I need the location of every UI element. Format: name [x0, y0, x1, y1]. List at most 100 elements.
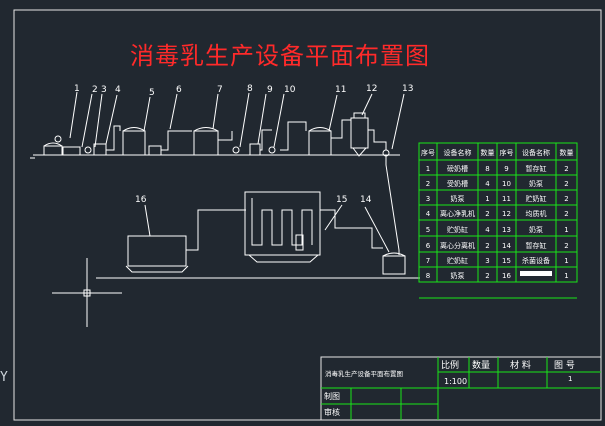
material-label: 材 料: [510, 359, 531, 371]
table-cell: 1: [564, 226, 568, 234]
equipment-1-tank: [43, 145, 63, 156]
table-cell: 暂存缸: [526, 164, 547, 173]
table-cell: 16: [502, 272, 511, 280]
callout-3: 3: [101, 85, 107, 95]
equipment-9-tank: [249, 143, 261, 156]
table-cell: 磅奶槽: [447, 164, 468, 173]
table-cell: 14: [502, 242, 511, 250]
table-header-cell: 序号: [500, 148, 514, 157]
table-cell: 2: [426, 180, 430, 188]
table-cell: 13: [502, 226, 511, 234]
ucs-y-axis-label: Y: [0, 370, 8, 385]
table-cell: 奶泵: [529, 225, 543, 234]
scale-value: 1:100: [444, 377, 467, 386]
table-cell: 7: [426, 257, 430, 265]
equipment-4-separator: [93, 143, 107, 156]
title-block: [320, 356, 602, 421]
equipment-12-homogenizer: [350, 117, 369, 149]
table-cell: 8: [426, 272, 430, 280]
table-cell: 1: [426, 165, 430, 173]
table-cell: 暂存缸: [526, 241, 547, 250]
table-cell: 奶泵: [451, 271, 465, 280]
table-cell: 1: [564, 272, 568, 280]
table-cell: 6: [426, 242, 431, 250]
callout-15: 15: [336, 195, 347, 205]
equipment-2-tank: [62, 146, 81, 156]
table-header-cell: 序号: [421, 148, 435, 157]
table-cell: 奶泵: [451, 194, 465, 203]
table-cell: 2: [564, 180, 568, 188]
table-cell: 12: [502, 210, 511, 218]
table-header-cell: 数量: [560, 148, 574, 157]
table-cell: 2: [564, 195, 568, 203]
table-cell: 9: [504, 165, 508, 173]
callout-4: 4: [115, 85, 121, 95]
drawing-title: 消毒乳生产设备平面布置图: [130, 42, 430, 70]
drawing-border: [13, 9, 602, 421]
table-cell: 离心净乳机: [440, 209, 475, 218]
callout-16: 16: [135, 195, 147, 205]
title-block-text: 消毒乳生产设备平面布置图 比例 数量 材 料 图 号 1:100 1 制图 审核: [324, 359, 575, 417]
table-cell: 2: [564, 242, 568, 250]
table-cell: 11: [502, 195, 511, 203]
scale-label: 比例: [441, 359, 459, 371]
table-cell: 贮奶缸: [526, 194, 547, 203]
equipment-1-gauge: [54, 135, 62, 143]
callout-2: 2: [92, 85, 98, 95]
drawing-number-value: 1: [568, 375, 572, 383]
equipment-8-pump: [232, 146, 240, 154]
callout-14: 14: [360, 195, 372, 205]
table-cell: 10: [502, 180, 511, 188]
table-cell: 3: [426, 195, 430, 203]
table-cell: 8: [485, 165, 489, 173]
table-cell: 2: [564, 210, 568, 218]
equipment-11-tank: [308, 130, 332, 156]
callout-11: 11: [335, 85, 346, 95]
callout-13: 13: [402, 84, 413, 94]
callout-8: 8: [247, 84, 253, 94]
drawing-number-label: 图 号: [554, 360, 575, 371]
callout-7: 7: [217, 85, 223, 95]
quantity-label: 数量: [472, 359, 490, 371]
callout-6: 6: [176, 85, 182, 95]
table-cell: 2: [485, 242, 489, 250]
callout-1: 1: [74, 84, 80, 94]
callout-labels: 1 2 3 4 5 6 7 8 9 10 11 12 13 14 15 16: [74, 84, 413, 205]
table-cell: 4: [426, 210, 431, 218]
table-cell: 2: [485, 272, 489, 280]
table-cell: 贮奶缸: [447, 225, 468, 234]
table-cell: 离心分离机: [440, 241, 475, 250]
equipment-15-sterilizer: [244, 191, 321, 256]
table-cell: 15: [502, 257, 511, 265]
callout-12: 12: [366, 84, 377, 94]
callout-9: 9: [267, 85, 273, 95]
drawn-by-label: 制图: [324, 391, 340, 401]
equipment-5-tank: [122, 130, 146, 156]
table-cell: 贮奶缸: [447, 256, 468, 265]
table-cell: 5: [426, 226, 430, 234]
table-cell: 2: [564, 165, 568, 173]
table-header-cell: 设备名称: [522, 148, 550, 157]
equipment-16-tank: [127, 235, 187, 267]
table-cell: 3: [485, 257, 489, 265]
table-cell: 1: [564, 257, 568, 265]
table-cell: 均质机: [526, 209, 547, 218]
table-header-cell: 设备名称: [444, 148, 472, 157]
table-cell: 受奶槽: [447, 179, 468, 188]
table-cell: 2: [485, 210, 489, 218]
ucs-origin-box: [83, 289, 91, 297]
table-cell: 奶泵: [529, 179, 543, 188]
table-cell: 杀菌设备: [522, 256, 550, 265]
callout-5: 5: [149, 88, 155, 98]
table-cell: 1: [485, 195, 489, 203]
callout-10: 10: [284, 85, 296, 95]
table-cell: 4: [485, 180, 490, 188]
process-flow-lines: [30, 91, 420, 327]
reviewed-by-label: 审核: [324, 407, 340, 417]
table-cell: 4: [485, 226, 490, 234]
title-block-name: 消毒乳生产设备平面布置图: [325, 369, 403, 378]
equipment-14-tank: [382, 255, 406, 275]
